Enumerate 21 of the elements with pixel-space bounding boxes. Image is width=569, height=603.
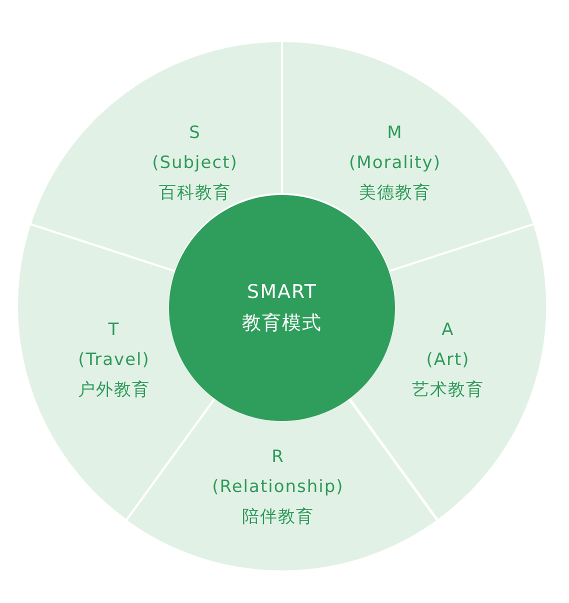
segment-title: 艺术教育 (412, 378, 484, 402)
segment-letter: S (189, 122, 201, 145)
segment-term: (Subject) (152, 152, 238, 175)
segment-letter: M (387, 122, 403, 145)
segment-term: (Art) (426, 348, 470, 372)
segment-title: 陪伴教育 (242, 506, 314, 529)
segment-title: 美德教育 (359, 182, 431, 205)
center-title: SMART (247, 280, 317, 305)
center-subtitle: 教育模式 (242, 311, 322, 336)
segment-term: (Morality) (349, 152, 441, 175)
segment-letter: R (272, 446, 284, 469)
ring-segment (126, 396, 438, 571)
ring-segment (348, 224, 547, 520)
segment-title: 户外教育 (78, 378, 150, 402)
ring-segment (282, 41, 534, 272)
segment-term: (Relationship) (212, 476, 344, 499)
segment-letter: A (442, 318, 454, 342)
segment-title: 百科教育 (158, 182, 231, 205)
segment-term: (Travel) (78, 348, 150, 372)
ring-segment (30, 41, 282, 272)
segment-letter: T (108, 318, 120, 342)
